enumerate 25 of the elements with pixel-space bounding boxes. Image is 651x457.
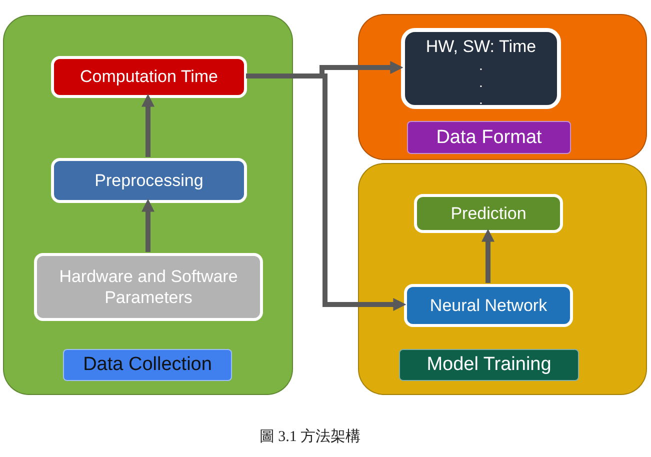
process-box (404, 284, 573, 327)
ellipsis-dot: . (479, 74, 483, 92)
group-panel (3, 15, 293, 395)
ellipsis-dot: . (479, 57, 483, 74)
process-box (414, 194, 563, 233)
arrow (142, 94, 154, 157)
ellipsis-dot: . (479, 91, 483, 108)
box-label: Hardware and Software Parameters (58, 266, 239, 308)
data-box (401, 28, 561, 109)
group-panel (358, 163, 647, 395)
group-label: Model Training (399, 349, 579, 381)
arrow (482, 228, 494, 283)
group-label: Data Format (407, 121, 571, 154)
arrow (142, 198, 154, 252)
group-label: Data Collection (63, 349, 232, 381)
box-label: Prediction (450, 202, 526, 224)
box-label: Neural Network (430, 294, 548, 316)
data-heading: HW, SW: Time (426, 36, 536, 58)
figure-caption: 圖 3.1 方法架構 (258, 427, 362, 446)
group-panel (358, 14, 647, 160)
process-box (51, 158, 247, 203)
box-label: Computation Time (80, 66, 218, 88)
box-label: Preprocessing (94, 170, 204, 192)
process-box (34, 253, 263, 321)
process-box (51, 56, 247, 98)
